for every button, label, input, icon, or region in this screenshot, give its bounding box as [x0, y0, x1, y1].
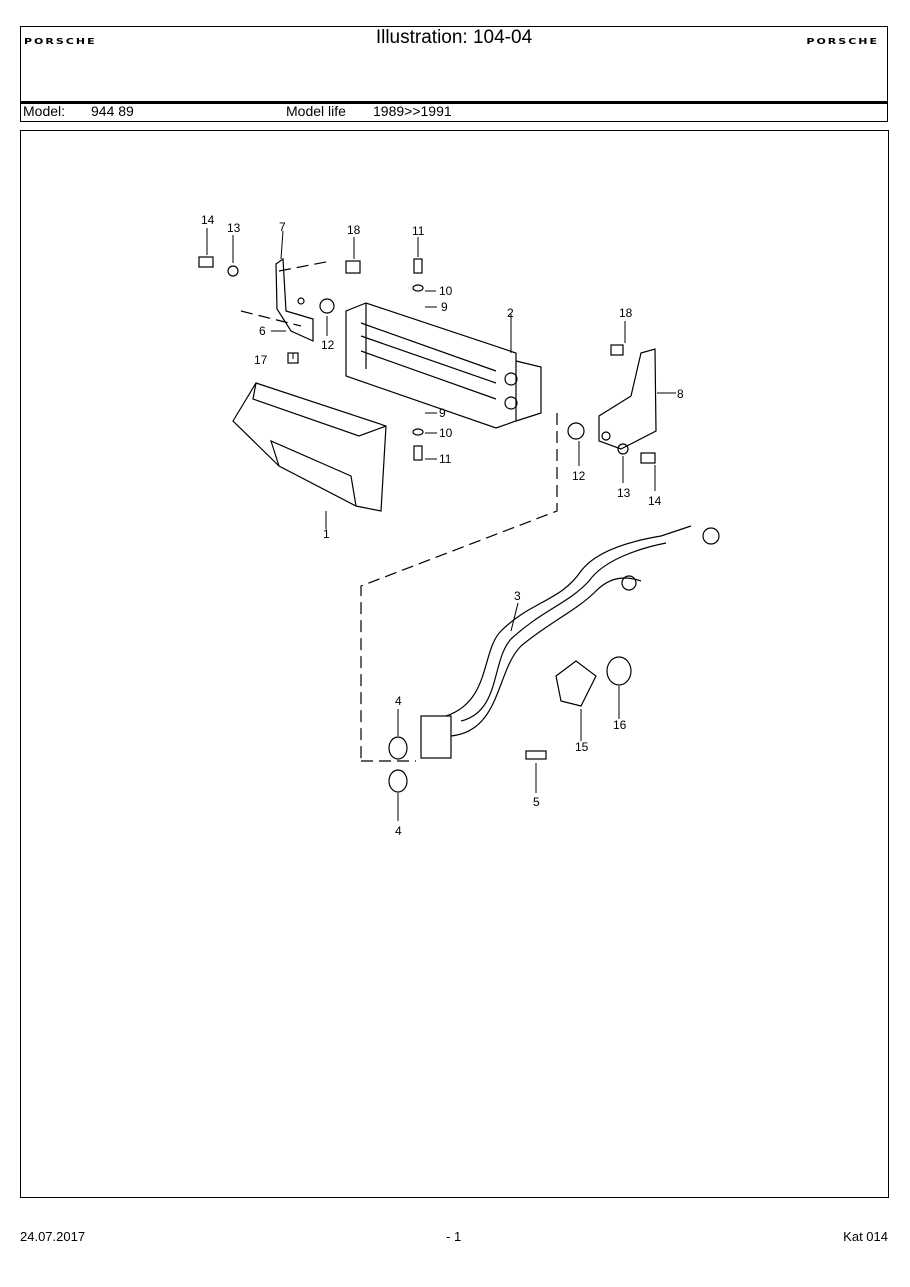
callout-label: 4 — [395, 824, 402, 838]
illustration-frame: 14 13 7 18 11 10 9 2 18 8 6 12 17 12 13 … — [20, 130, 889, 1198]
dashed-leaders — [240, 260, 558, 762]
brand-logo-right: PORSCHE — [806, 37, 879, 47]
callout-label: 15 — [575, 740, 589, 754]
callout-label: 11 — [412, 224, 425, 238]
callout-label: 6 — [259, 324, 266, 338]
model-label: Model: — [23, 103, 66, 119]
callout-label: 5 — [533, 795, 540, 809]
callout-label: 10 — [439, 284, 453, 298]
hardware-parts — [198, 256, 656, 793]
callout-label: 18 — [619, 306, 633, 320]
callout-label: 1 — [323, 527, 330, 541]
bracket-part-8 — [598, 348, 657, 450]
air-duct-part — [232, 382, 387, 512]
callout-label: 4 — [395, 694, 402, 708]
callout-label: 7 — [279, 220, 286, 234]
callout-label: 13 — [227, 221, 241, 235]
model-value: 944 89 — [91, 103, 134, 119]
callout-label: 14 — [201, 213, 215, 227]
callout-label: 12 — [572, 469, 586, 483]
callout-label: 9 — [439, 406, 446, 420]
brand-logo-left: PORSCHE — [24, 37, 97, 47]
callout-label: 3 — [514, 589, 521, 603]
oil-cooler-part — [345, 302, 542, 429]
callout-label: 8 — [677, 387, 684, 401]
callout-label: 18 — [347, 223, 361, 237]
page-title: Illustration: 104-04 — [375, 27, 533, 48]
parts-diagram: 14 13 7 18 11 10 9 2 18 8 6 12 17 12 13 … — [198, 213, 720, 838]
callout-label: 10 — [439, 426, 453, 440]
header-box: PORSCHE Illustration: 104-04 PORSCHE Mod… — [20, 26, 888, 122]
grommet-clamp-parts — [555, 656, 632, 707]
footer-catalog: Kat 014 — [843, 1229, 888, 1244]
callout-numbers: 14 13 7 18 11 10 9 2 18 8 6 12 17 12 13 … — [201, 213, 684, 838]
oil-pipes-part — [420, 525, 720, 759]
callout-label: 14 — [648, 494, 662, 508]
callout-leaders — [206, 228, 676, 821]
header-divider — [21, 101, 887, 104]
footer-date: 24.07.2017 — [20, 1229, 86, 1244]
callout-label: 12 — [321, 338, 335, 352]
model-life-label: Model life — [286, 103, 346, 119]
callout-label: 11 — [439, 452, 452, 466]
bracket-part-7 — [275, 257, 314, 342]
callout-label: 2 — [507, 306, 514, 320]
model-life-value: 1989>>1991 — [373, 103, 452, 119]
callout-label: 16 — [613, 718, 627, 732]
callout-label: 17 — [254, 353, 268, 367]
footer-page-number: - 1 — [446, 1229, 462, 1244]
callout-label: 9 — [441, 300, 448, 314]
callout-label: 13 — [617, 486, 631, 500]
